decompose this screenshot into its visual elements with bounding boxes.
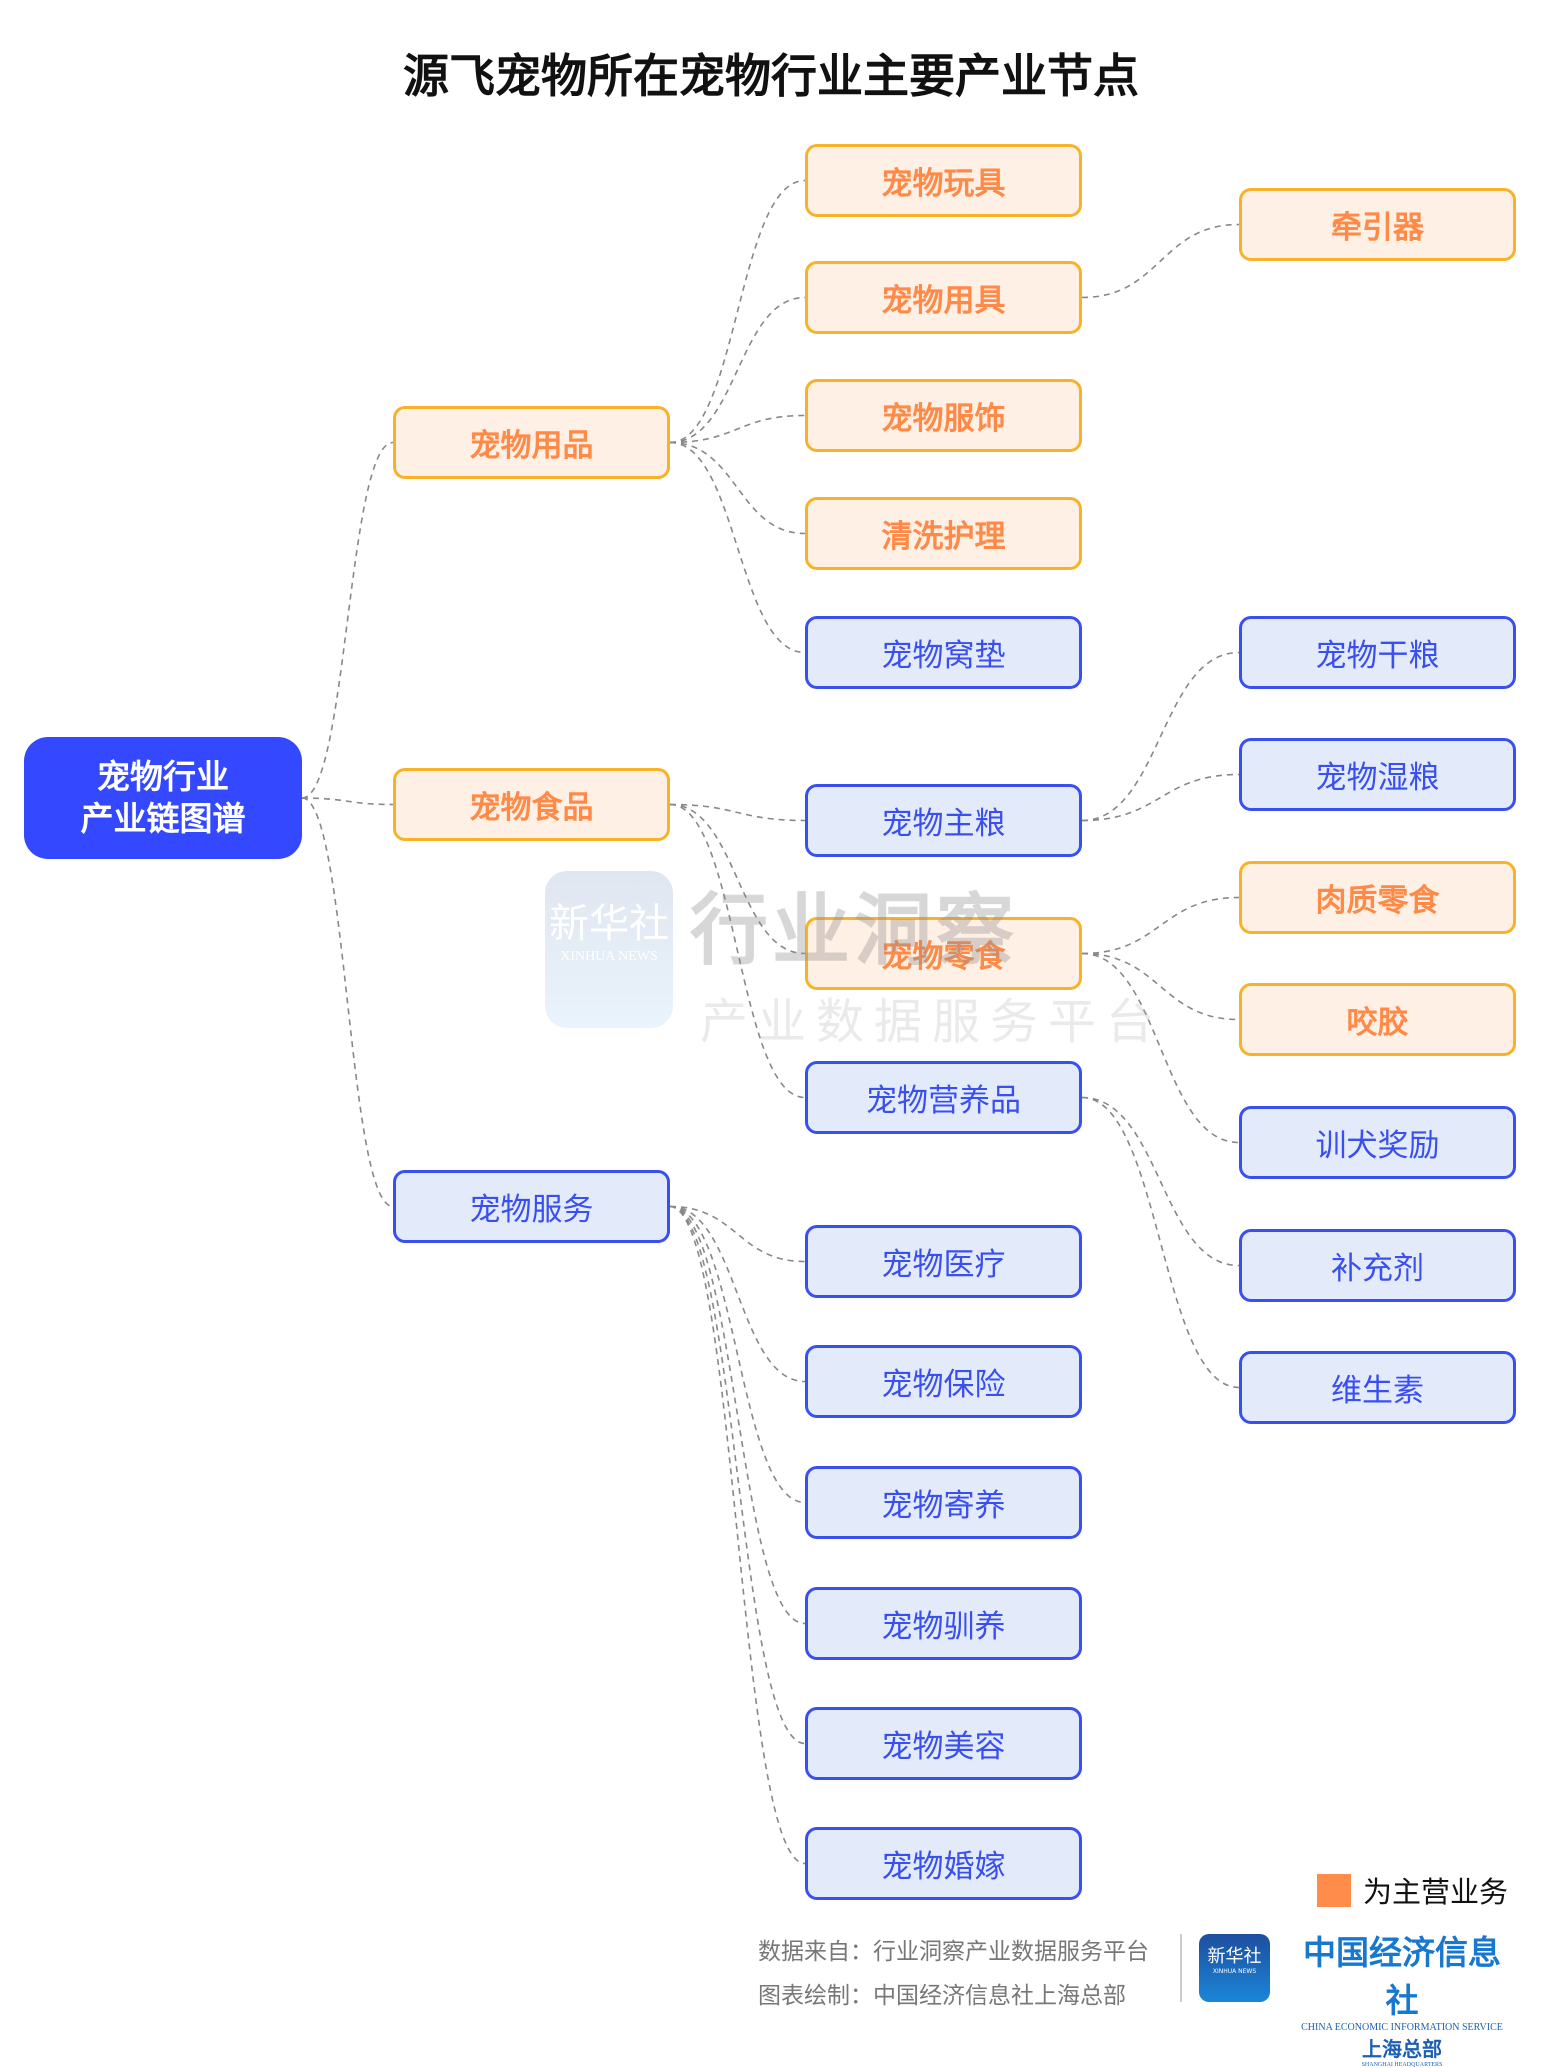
connector-lines (301, 179, 1240, 1865)
connector-补充剂 (1081, 1096, 1240, 1267)
legend-label: 为主营业务 (1363, 1875, 1509, 1909)
connector-牵引器 (1081, 223, 1240, 299)
connector-宠物服饰 (669, 414, 806, 444)
legend: 为主营业务 (1317, 1869, 1508, 1911)
node-宠物食品[interactable]: 宠物食品 (393, 768, 670, 841)
node-清洗护理[interactable]: 清洗护理 (805, 497, 1082, 570)
node-肉质零食[interactable]: 肉质零食 (1239, 861, 1516, 934)
node-咬胶[interactable]: 咬胶 (1239, 983, 1516, 1056)
node-宠物服饰[interactable]: 宠物服饰 (805, 379, 1082, 452)
connector-宠物寄养 (669, 1205, 806, 1504)
node-宠物服务[interactable]: 宠物服务 (393, 1170, 670, 1243)
node-宠物营养品[interactable]: 宠物营养品 (805, 1061, 1082, 1134)
connector-宠物医疗 (669, 1205, 806, 1263)
node-宠物玩具[interactable]: 宠物玩具 (805, 144, 1082, 217)
node-牵引器[interactable]: 牵引器 (1239, 188, 1516, 261)
node-补充剂[interactable]: 补充剂 (1239, 1229, 1516, 1302)
node-宠物零食[interactable]: 宠物零食 (805, 917, 1082, 990)
connector-宠物保险 (669, 1205, 806, 1383)
node-宠物寄养[interactable]: 宠物寄养 (805, 1466, 1082, 1539)
node-维生素[interactable]: 维生素 (1239, 1351, 1516, 1424)
ceis-name-en: CHINA ECONOMIC INFORMATION SERVICE (1301, 2022, 1503, 2033)
node-宠物美容[interactable]: 宠物美容 (805, 1707, 1082, 1780)
ceis-name-cn: 中国经济信息社 (1303, 1936, 1501, 2020)
connector-宠物主粮 (669, 803, 806, 822)
ceis-hq-cn: 上海总部 (1362, 2039, 1442, 2061)
root-node[interactable]: 宠物行业 产业链图谱 (24, 737, 302, 859)
connector-宠物婚嫁 (669, 1205, 806, 1865)
connector-宠物窝垫 (669, 441, 806, 654)
connector-宠物食品 (301, 797, 394, 806)
node-宠物婚嫁[interactable]: 宠物婚嫁 (805, 1827, 1082, 1900)
connector-宠物服务 (301, 797, 394, 1208)
connector-宠物驯养 (669, 1205, 806, 1625)
node-宠物医疗[interactable]: 宠物医疗 (805, 1225, 1082, 1298)
node-宠物窝垫[interactable]: 宠物窝垫 (805, 616, 1082, 689)
footer-source: 数据来自：行业洞察产业数据服务平台 (758, 1939, 1149, 1965)
connector-宠物用具 (669, 296, 806, 444)
connector-维生素 (1081, 1096, 1240, 1389)
connector-宠物用品 (301, 441, 394, 799)
chart-title: 源飞宠物所在宠物行业主要产业节点 (403, 49, 1139, 103)
node-宠物干粮[interactable]: 宠物干粮 (1239, 616, 1516, 689)
connector-训犬奖励 (1081, 952, 1240, 1144)
ceis-hq-en: SHANGHAI HEADQUARTERS (1361, 2062, 1443, 2068)
node-宠物主粮[interactable]: 宠物主粮 (805, 784, 1082, 857)
connector-宠物干粮 (1081, 651, 1240, 822)
connector-宠物玩具 (669, 179, 806, 444)
node-宠物驯养[interactable]: 宠物驯养 (805, 1587, 1082, 1660)
connector-宠物湿粮 (1081, 773, 1240, 822)
connector-宠物营养品 (669, 803, 806, 1099)
connector-宠物美容 (669, 1205, 806, 1745)
node-宠物用品[interactable]: 宠物用品 (393, 406, 670, 479)
legend-swatch (1317, 1873, 1351, 1907)
connector-肉质零食 (1081, 896, 1240, 955)
root-label-line2: 产业链图谱 (80, 799, 246, 838)
connector-宠物零食 (669, 803, 806, 955)
root-label-line1: 宠物行业 (97, 757, 229, 796)
xinhua-logo-en: XINHUA NEWS (1212, 1968, 1257, 1975)
footer-divider (1180, 1934, 1182, 2002)
connector-咬胶 (1081, 952, 1240, 1021)
node-宠物保险[interactable]: 宠物保险 (805, 1345, 1082, 1418)
node-训犬奖励[interactable]: 训犬奖励 (1239, 1106, 1516, 1179)
footer-made-by: 图表绘制：中国经济信息社上海总部 (758, 1983, 1126, 2009)
xinhua-logo-cn: 新华社 (1207, 1946, 1262, 1967)
connector-清洗护理 (669, 441, 806, 535)
node-宠物湿粮[interactable]: 宠物湿粮 (1239, 738, 1516, 811)
xinhua-logo: 新华社 XINHUA NEWS (1199, 1934, 1270, 2002)
node-宠物用具[interactable]: 宠物用具 (805, 261, 1082, 334)
